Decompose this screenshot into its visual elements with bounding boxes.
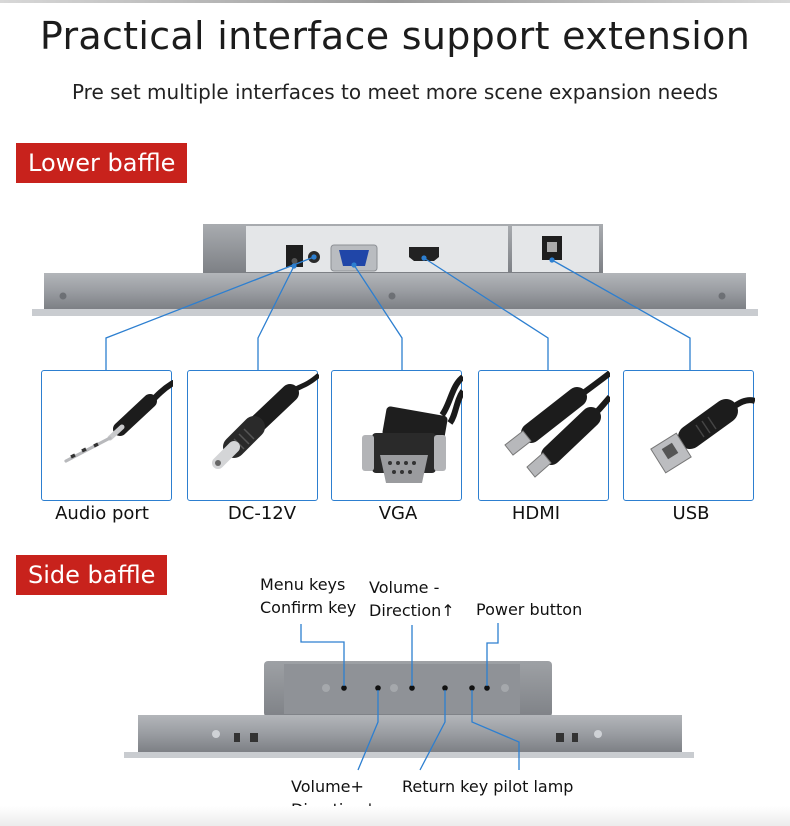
lower-baffle-tag: Lower baffle bbox=[16, 143, 188, 183]
vga-connector-icon bbox=[362, 374, 463, 483]
usb-b-cable-icon bbox=[650, 397, 755, 474]
menu-keys-label: Menu keys Confirm key bbox=[260, 575, 357, 617]
lower-leader-lines bbox=[105, 256, 691, 370]
hdmi-cable-icon bbox=[504, 371, 610, 478]
power-button-label: Power button bbox=[476, 600, 583, 619]
vga-port-card bbox=[331, 370, 463, 501]
page-subtitle: Pre set multiple interfaces to meet more… bbox=[71, 80, 719, 104]
audio-port-card bbox=[41, 370, 173, 501]
side-baffle-tag: Side baffle bbox=[16, 555, 168, 595]
usb-port-card bbox=[623, 370, 755, 501]
hdmi-port-label: HDMI bbox=[511, 503, 561, 524]
vga-port-label: VGA bbox=[378, 503, 418, 524]
return-key-pilot-lamp-label: Return key pilot lamp bbox=[402, 777, 574, 796]
dc-jack bbox=[286, 245, 303, 267]
audio-port-label: Audio port bbox=[55, 503, 149, 524]
dc-port-label: DC-12V bbox=[227, 503, 297, 524]
bottom-fade bbox=[0, 806, 790, 826]
usb-port-label: USB bbox=[672, 503, 710, 524]
hdmi-port-card bbox=[478, 370, 610, 501]
lower-baffle-device bbox=[32, 224, 758, 316]
page-title: Practical interface support extension bbox=[39, 14, 751, 58]
dc-port-card bbox=[187, 370, 319, 501]
top-divider bbox=[0, 0, 790, 3]
side-leader-lines bbox=[300, 623, 520, 771]
volume-minus-label: Volume - Direction↑ bbox=[369, 578, 455, 620]
audio-jack-icon bbox=[64, 380, 173, 463]
side-baffle-device bbox=[124, 661, 694, 758]
vga-port bbox=[339, 250, 369, 266]
dc-plug-icon bbox=[212, 373, 319, 469]
hdmi-port bbox=[409, 247, 439, 261]
